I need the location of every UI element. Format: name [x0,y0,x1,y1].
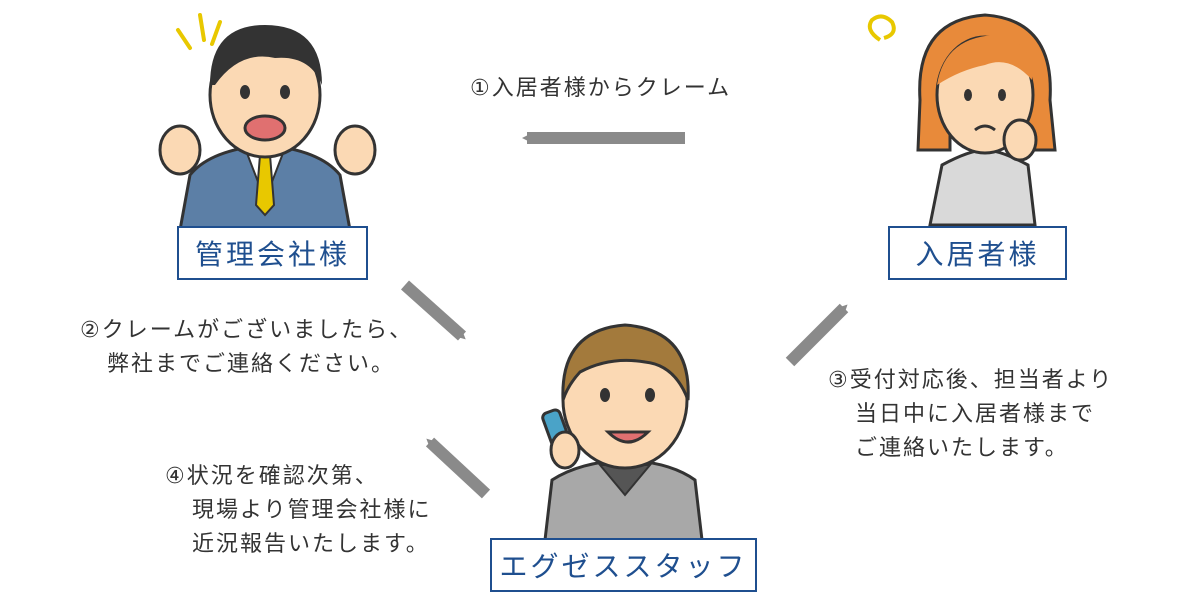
step-1-text: ①入居者様からクレーム [470,72,731,106]
resident-label: 入居者様 [888,226,1067,280]
management-company-label: 管理会社様 [177,226,368,280]
resident-text: 入居者様 [915,238,1040,271]
step-2-line-1: ②クレームがございましたら、 [80,318,414,343]
worried-woman-icon [867,13,1057,227]
staff-text: エグゼススタッフ [499,550,748,583]
step-2-text: ②クレームがございましたら、 弊社までご連絡ください。 [80,314,413,382]
step-3-line-1: ③受付対応後、担当者より [828,368,1114,393]
step-3-text: ③受付対応後、担当者より 当日中に入居者様まで ご連絡いたします。 [828,364,1113,466]
step-4-line-1: ④状況を確認次第、 [165,464,379,489]
phone-staff-icon [541,323,704,542]
step-3-line-3: ご連絡いたします。 [855,436,1069,461]
step-4-text: ④状況を確認次第、 現場より管理会社様に 近況報告いたします。 [165,460,432,562]
staff-label: エグゼススタッフ [490,538,757,592]
step-3-line-2: 当日中に入居者様まで [855,402,1096,427]
arrow-step2 [400,280,467,341]
step-2-line-2: 弊社までご連絡ください。 [107,352,396,377]
arrow-step3 [785,303,849,367]
management-company-text: 管理会社様 [194,238,350,271]
surprised-businessman-icon [158,13,377,232]
arrow-step4 [425,437,491,499]
step-4-line-2: 現場より管理会社様に [192,498,432,523]
step-1-line-1: ①入居者様からクレーム [470,76,732,101]
step-4-line-3: 近況報告いたします。 [192,532,430,557]
